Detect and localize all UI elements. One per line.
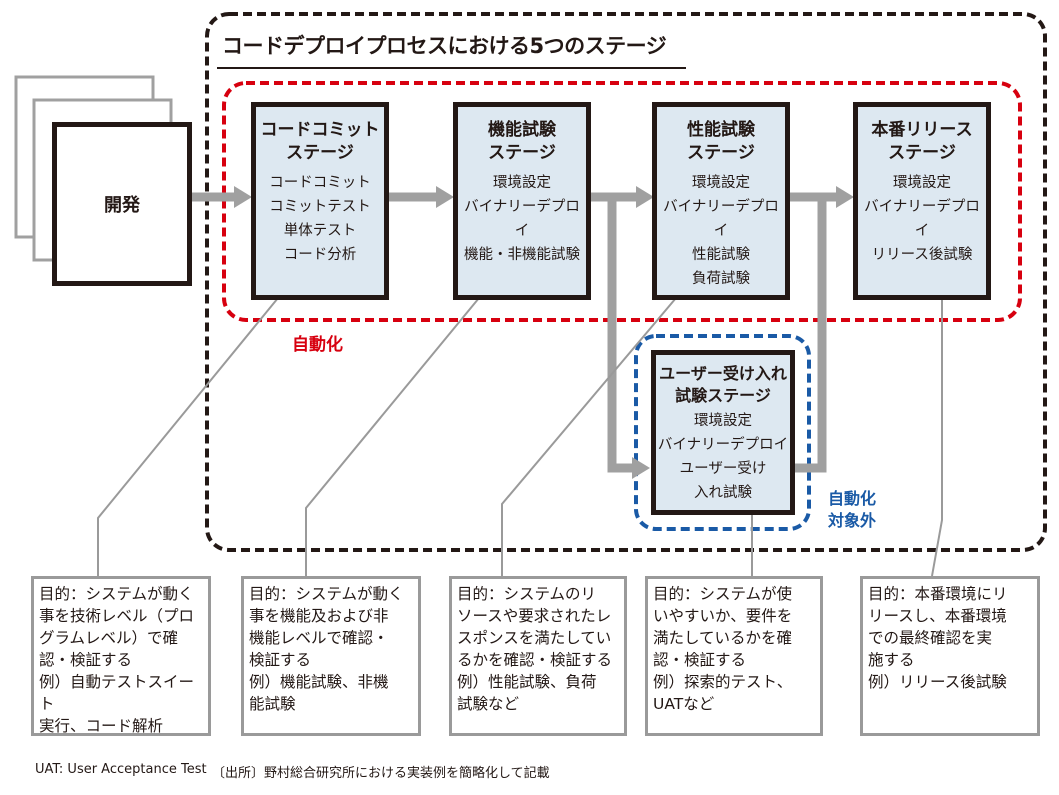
not-automated-label-line: 自動化 [828, 489, 877, 508]
stage-production-release: 本番リリース ステージ 環境設定 バイナリーデプロイ リリース後試験 [853, 102, 991, 300]
note-user-acceptance-test: 目的：システムが使 いやすいか、要件を 満たしているかを確 認・検証する 例）探… [645, 576, 823, 736]
development-label: 開発 [104, 195, 140, 216]
task-item: バイナリーデプロイ [657, 437, 789, 453]
task-item: 環境設定 [694, 413, 752, 429]
task-item: 環境設定 [493, 175, 551, 191]
leader-line-release [931, 298, 943, 577]
task-item: 環境設定 [893, 175, 951, 191]
arrow-uat-to-release [795, 197, 827, 473]
stage-performance-test: 性能試験 ステージ 環境設定 バイナリーデプロイ 性能試験 負荷試験 [652, 102, 790, 300]
task-item: バイナリーデプロイ [464, 199, 580, 239]
flow-arrows [190, 192, 836, 473]
stage-name: 本番リリース ステージ [858, 119, 986, 165]
note-functional-test: 目的：システムが動く 事を機能及および非 機能レベルで確認・ 検証する 例）機能… [241, 576, 421, 736]
stage-name-line: 試験ステージ [675, 386, 771, 405]
arrowhead [234, 186, 252, 208]
task-item: 性能試験 [692, 247, 750, 263]
arrow-functional-to-uat [607, 197, 632, 473]
arrowhead [636, 186, 654, 208]
task-item: コードコミット [269, 175, 371, 191]
stage-tasks: 環境設定 バイナリーデプロイ ユーザー受け 入れ試験 [656, 409, 790, 505]
stage-tasks: 環境設定 バイナリーデプロイ 性能試験 負荷試験 [657, 171, 785, 291]
stage-user-acceptance-test: ユーザー受け入れ 試験ステージ 環境設定 バイナリーデプロイ ユーザー受け 入れ… [651, 350, 795, 515]
task-item: コード分析 [283, 247, 357, 263]
leader-line-commit [97, 297, 279, 576]
development-box: 開発 [52, 122, 192, 286]
task-item: バイナリーデプロイ [864, 199, 980, 239]
stage-name: コードコミット ステージ [256, 119, 384, 165]
diagram-title: コードデプロイプロセスにおける5つのステージ [222, 34, 667, 58]
not-automated-label-line: 対象外 [828, 511, 877, 530]
note-code-commit: 目的：システムが動く 事を技術レベル（プロ グラムレベル）で確 認・検証する 例… [31, 576, 211, 736]
not-automated-label: 自動化 対象外 [828, 488, 876, 532]
stage-name: 性能試験 ステージ [657, 119, 785, 165]
stage-name-line: ステージ [888, 143, 956, 163]
task-item: 負荷試験 [692, 271, 750, 287]
arrowhead [836, 186, 854, 208]
note-production-release: 目的：本番環境にリ リースし、本番環境 での最終確認を実 施する 例）リリース後… [860, 576, 1040, 736]
not-automated-region [634, 334, 811, 531]
stage-name-line: コードコミット [260, 120, 380, 140]
stage-tasks: 環境設定 バイナリーデプロイ リリース後試験 [858, 171, 986, 267]
stage-name-line: 機能試験 [488, 120, 556, 140]
leader-line-functional [305, 297, 480, 576]
stage-name-line: 性能試験 [687, 120, 755, 140]
stage-name-line: ステージ [687, 143, 755, 163]
arrowhead [436, 186, 454, 208]
stage-name: ユーザー受け入れ 試験ステージ [656, 363, 790, 407]
task-item: 入れ試験 [694, 485, 752, 501]
stage-name: 機能試験 ステージ [458, 119, 586, 165]
footer-source: 〔出所〕野村総合研究所における実装例を簡略化して記載 [212, 766, 550, 781]
arrowhead [632, 457, 650, 479]
stage-name-line: 本番リリース [871, 120, 973, 140]
process-boundary [205, 12, 1047, 552]
task-item: 機能・非機能試験 [464, 247, 580, 263]
leader-line-performance [501, 297, 677, 576]
task-item: バイナリーデプロイ [663, 199, 779, 239]
task-item: 環境設定 [692, 175, 750, 191]
stage-name-line: ステージ [488, 143, 556, 163]
stage-code-commit: コードコミット ステージ コードコミット コミットテスト 単体テスト コード分析 [251, 102, 389, 300]
stage-tasks: コードコミット コミットテスト 単体テスト コード分析 [256, 171, 384, 267]
stage-name-line: ステージ [286, 143, 354, 163]
note-performance-test: 目的：システムのリ ソースや要求されたレ スポンスを満たしてい るかを確認・検証… [449, 576, 627, 736]
stage-name-line: ユーザー受け入れ [659, 364, 787, 383]
footer-abbreviation: UAT: User Acceptance Test [35, 762, 207, 777]
task-item: リリース後試験 [871, 247, 973, 263]
automated-label: 自動化 [292, 335, 343, 355]
stage-functional-test: 機能試験 ステージ 環境設定 バイナリーデプロイ 機能・非機能試験 [453, 102, 591, 300]
task-item: 単体テスト [283, 223, 357, 239]
task-item: ユーザー受け [679, 461, 767, 477]
stage-tasks: 環境設定 バイナリーデプロイ 機能・非機能試験 [458, 171, 586, 267]
task-item: コミットテスト [269, 199, 371, 215]
